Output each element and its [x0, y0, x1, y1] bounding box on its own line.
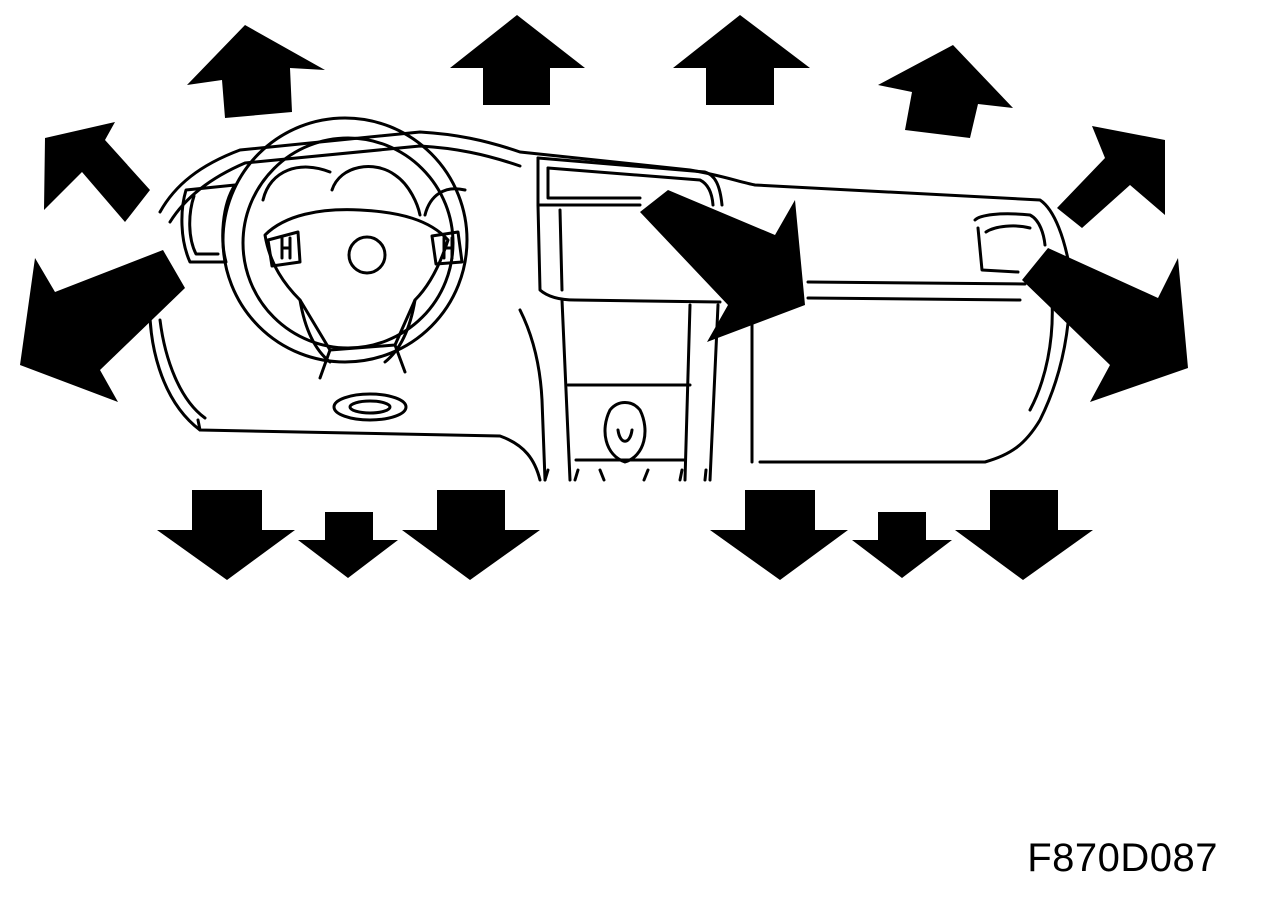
- airflow-arrow-icon: [187, 25, 325, 118]
- airflow-arrow-icon: [298, 512, 398, 578]
- airflow-arrow-icon: [955, 490, 1093, 580]
- airflow-arrow-icon: [640, 190, 805, 342]
- airflow-arrow-icon: [20, 250, 185, 402]
- figure-code: F870D087: [1027, 836, 1218, 880]
- airflow-arrow-icon: [1022, 248, 1188, 402]
- airflow-arrow-icon: [710, 490, 848, 580]
- airflow-arrow-icon: [673, 15, 810, 105]
- dashboard-outline: [148, 116, 1072, 482]
- airflow-arrow-icon: [450, 15, 585, 105]
- airflow-arrow-icon: [878, 45, 1013, 138]
- airflow-arrow-icon: [44, 122, 150, 222]
- airflow-arrow-icon: [402, 490, 540, 580]
- airflow-arrow-icon: [852, 512, 952, 578]
- airflow-arrow-icon: [1057, 126, 1165, 228]
- airflow-arrow-icon: [157, 490, 295, 580]
- airflow-arrows: [20, 15, 1188, 580]
